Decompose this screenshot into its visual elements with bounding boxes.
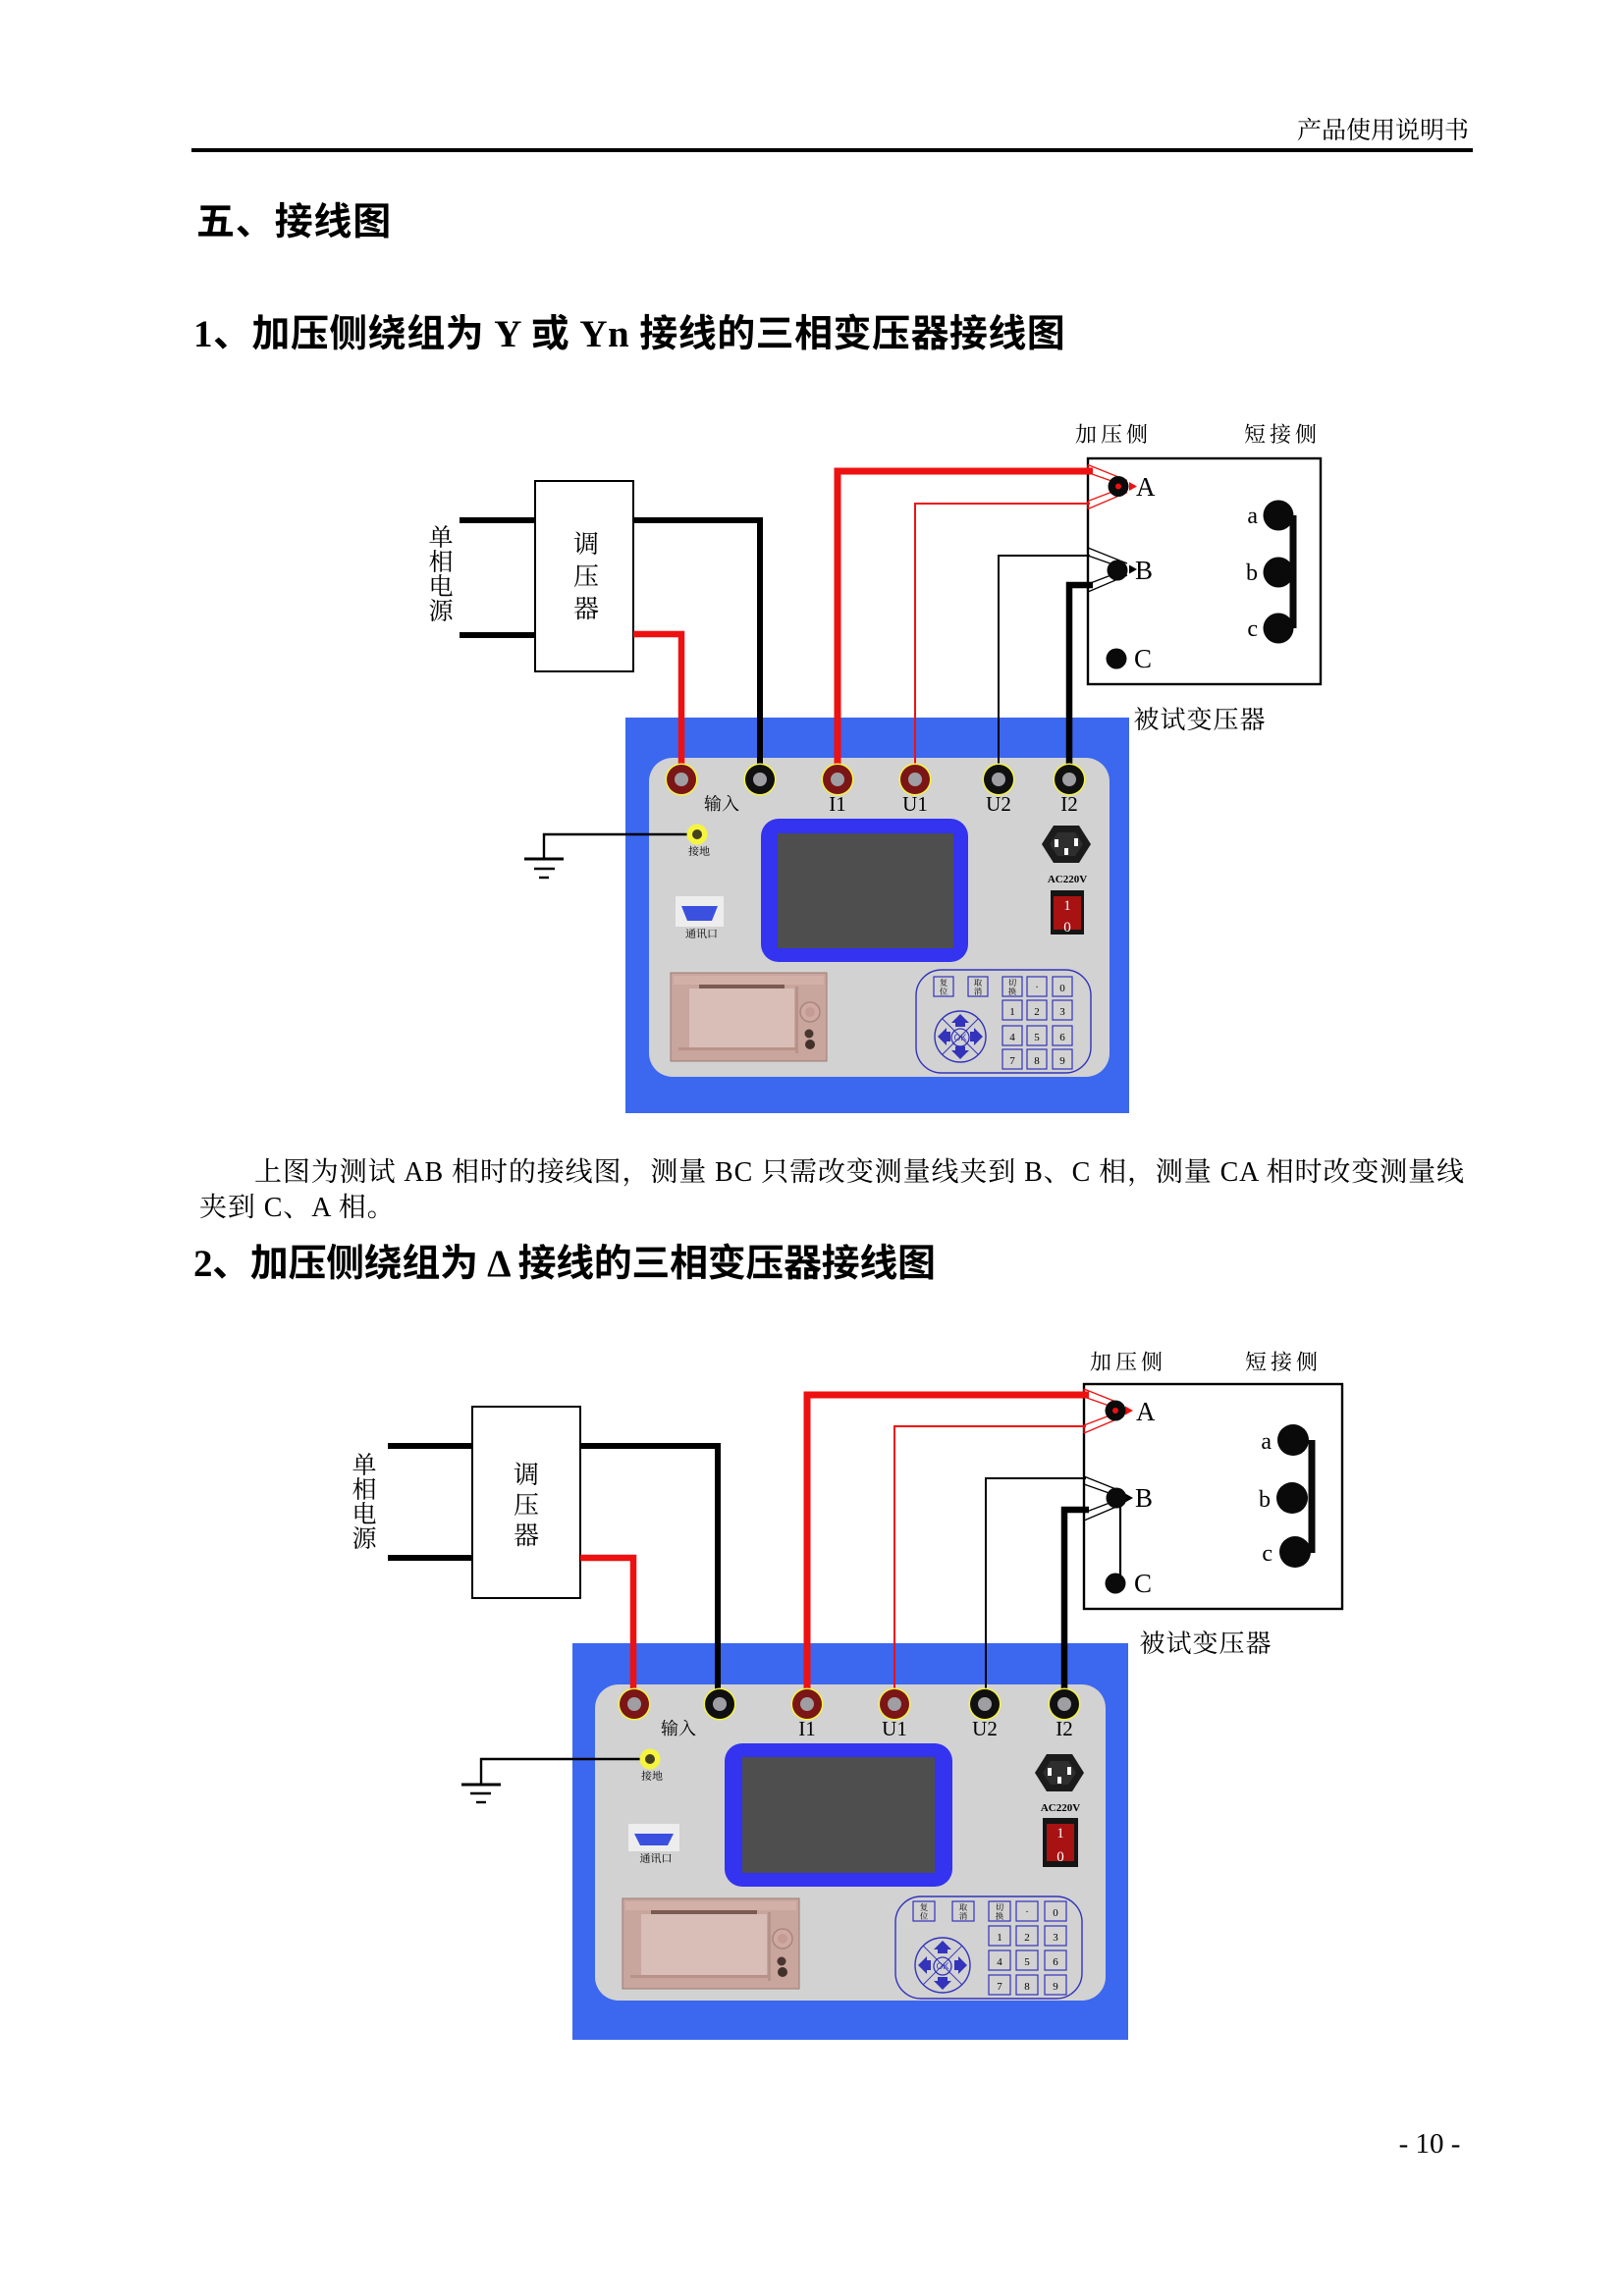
svg-text:4: 4	[997, 1956, 1002, 1968]
svg-text:短接侧: 短接侧	[1245, 1346, 1322, 1376]
svg-text:C: C	[1134, 1569, 1152, 1598]
svg-text:c: c	[1247, 616, 1258, 642]
svg-text:输入: 输入	[704, 790, 739, 816]
svg-text:b: b	[1259, 1487, 1271, 1513]
svg-text:·: ·	[1035, 983, 1038, 993]
svg-text:被试变压器: 被试变压器	[1139, 1624, 1272, 1660]
svg-text:相: 相	[352, 1470, 376, 1506]
svg-text:OK: OK	[936, 1961, 948, 1971]
svg-text:接地: 接地	[641, 1768, 663, 1784]
svg-text:I2: I2	[1060, 792, 1078, 816]
svg-text:1: 1	[1056, 1826, 1064, 1842]
svg-text:通讯口: 通讯口	[640, 1850, 673, 1866]
svg-text:C: C	[1134, 644, 1152, 673]
svg-text:c: c	[1262, 1541, 1272, 1567]
svg-text:0: 0	[1059, 983, 1065, 994]
svg-text:b: b	[1246, 561, 1258, 586]
svg-text:被试变压器: 被试变压器	[1133, 700, 1266, 736]
svg-text:AC220V: AC220V	[1041, 1802, 1080, 1814]
svg-text:单: 单	[352, 1446, 376, 1481]
svg-text:6: 6	[1053, 1956, 1058, 1968]
svg-text:I2: I2	[1056, 1717, 1073, 1740]
svg-text:I1: I1	[829, 792, 846, 816]
svg-text:B: B	[1135, 1483, 1153, 1513]
svg-text:输入: 输入	[661, 1715, 696, 1740]
svg-text:加压侧: 加压侧	[1090, 1346, 1166, 1376]
svg-text:5: 5	[1034, 1032, 1040, 1043]
svg-text:取: 取	[959, 1901, 968, 1913]
svg-text:B: B	[1135, 556, 1153, 585]
svg-text:调: 调	[573, 524, 599, 561]
svg-text:1: 1	[997, 1932, 1002, 1944]
svg-text:接地: 接地	[688, 843, 710, 859]
svg-text:换: 换	[1008, 986, 1017, 997]
svg-text:6: 6	[1059, 1032, 1065, 1043]
svg-text:5: 5	[1024, 1956, 1030, 1968]
svg-text:I1: I1	[798, 1717, 816, 1740]
svg-text:取: 取	[974, 977, 983, 988]
svg-text:3: 3	[1053, 1932, 1058, 1944]
svg-text:AC220V: AC220V	[1048, 874, 1087, 885]
svg-text:切: 切	[1008, 977, 1017, 988]
svg-text:位: 位	[920, 1910, 929, 1922]
svg-text:A: A	[1136, 472, 1156, 502]
svg-text:OK: OK	[953, 1033, 966, 1042]
svg-text:1: 1	[1063, 898, 1071, 914]
svg-text:单: 单	[428, 518, 453, 554]
svg-text:源: 源	[352, 1520, 376, 1555]
svg-text:2: 2	[1034, 1006, 1040, 1018]
svg-text:位: 位	[940, 986, 948, 997]
svg-text:切: 切	[996, 1901, 1004, 1913]
svg-text:0: 0	[1063, 920, 1071, 935]
svg-text:器: 器	[514, 1516, 539, 1552]
svg-text:加压侧: 加压侧	[1075, 418, 1152, 449]
svg-text:9: 9	[1059, 1055, 1065, 1067]
svg-text:U2: U2	[972, 1717, 998, 1740]
svg-text:a: a	[1261, 1429, 1272, 1455]
svg-text:消: 消	[959, 1910, 968, 1922]
svg-text:7: 7	[1009, 1055, 1015, 1067]
svg-text:U1: U1	[882, 1717, 907, 1740]
svg-text:压: 压	[514, 1485, 539, 1522]
svg-text:压: 压	[573, 557, 599, 593]
svg-text:3: 3	[1059, 1006, 1065, 1018]
svg-text:U2: U2	[986, 792, 1011, 816]
svg-text:4: 4	[1009, 1032, 1015, 1043]
svg-text:电: 电	[352, 1495, 376, 1530]
svg-text:·: ·	[1025, 1907, 1028, 1918]
svg-text:2: 2	[1024, 1932, 1030, 1944]
svg-text:0: 0	[1056, 1849, 1064, 1865]
svg-text:9: 9	[1053, 1981, 1058, 1993]
svg-text:相: 相	[428, 543, 453, 578]
svg-text:换: 换	[996, 1910, 1004, 1922]
svg-text:U1: U1	[902, 792, 928, 816]
svg-text:器: 器	[573, 589, 599, 625]
svg-text:a: a	[1247, 504, 1258, 529]
svg-text:1: 1	[1009, 1006, 1015, 1018]
svg-text:消: 消	[974, 986, 983, 997]
svg-text:0: 0	[1053, 1907, 1058, 1919]
svg-text:A: A	[1136, 1397, 1156, 1426]
svg-text:7: 7	[997, 1981, 1002, 1993]
svg-text:8: 8	[1034, 1055, 1040, 1067]
svg-text:通讯口: 通讯口	[685, 926, 718, 941]
svg-text:源: 源	[428, 592, 453, 627]
svg-text:8: 8	[1024, 1981, 1030, 1993]
svg-text:短接侧: 短接侧	[1244, 418, 1321, 449]
svg-text:复: 复	[920, 1901, 929, 1913]
svg-text:复: 复	[940, 977, 948, 988]
svg-text:电: 电	[428, 567, 453, 603]
svg-text:调: 调	[514, 1455, 539, 1491]
